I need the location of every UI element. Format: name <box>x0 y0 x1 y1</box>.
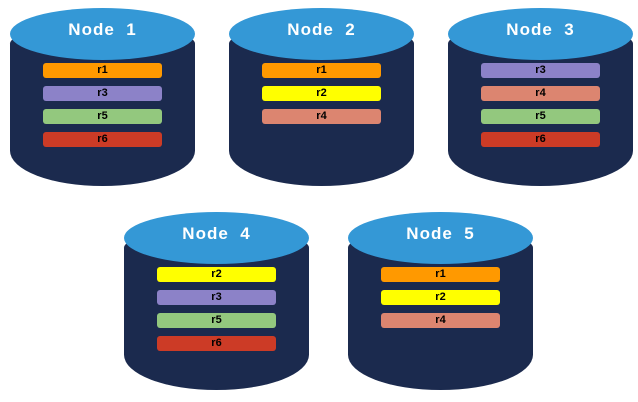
replica-list: r3 r4 r5 r6 <box>481 63 600 155</box>
replica-bar[interactable]: r6 <box>481 132 600 147</box>
node-title: Node 3 <box>506 20 575 39</box>
cylinder-top-ellipse <box>348 212 533 264</box>
replica-bar[interactable]: r4 <box>262 109 381 124</box>
replica-bar[interactable]: r2 <box>157 267 276 282</box>
replica-bar[interactable]: r6 <box>157 336 276 351</box>
replica-bar[interactable]: r4 <box>481 86 600 101</box>
replica-bar[interactable]: r1 <box>262 63 381 78</box>
database-node-cylinder[interactable]: Node 2 r1 r2 r4 <box>229 8 414 186</box>
replica-bar[interactable]: r1 <box>43 63 162 78</box>
replica-bar[interactable]: r5 <box>157 313 276 328</box>
replica-list: r1 r2 r4 <box>262 63 381 132</box>
node-title: Node 2 <box>287 20 356 39</box>
cylinder-top-ellipse <box>448 8 633 60</box>
replica-bar[interactable]: r3 <box>157 290 276 305</box>
replica-bar[interactable]: r6 <box>43 132 162 147</box>
replica-bar[interactable]: r4 <box>381 313 500 328</box>
cylinder-top-ellipse <box>10 8 195 60</box>
replica-list: r2 r3 r5 r6 <box>157 267 276 359</box>
replica-bar[interactable]: r3 <box>43 86 162 101</box>
node-title: Node 1 <box>68 20 137 39</box>
replica-bar[interactable]: r2 <box>262 86 381 101</box>
database-node-cylinder[interactable]: Node 5 r1 r2 r4 <box>348 212 533 390</box>
database-node-cylinder[interactable]: Node 1 r1 r3 r5 r6 <box>10 8 195 186</box>
cylinder-top-ellipse <box>229 8 414 60</box>
database-node-cylinder[interactable]: Node 3 r3 r4 r5 r6 <box>448 8 633 186</box>
replica-bar[interactable]: r5 <box>481 109 600 124</box>
node-title: Node 5 <box>406 224 475 243</box>
replica-bar[interactable]: r1 <box>381 267 500 282</box>
database-node-cylinder[interactable]: Node 4 r2 r3 r5 r6 <box>124 212 309 390</box>
node-title: Node 4 <box>182 224 251 243</box>
replica-list: r1 r3 r5 r6 <box>43 63 162 155</box>
cylinder-top-ellipse <box>124 212 309 264</box>
replica-bar[interactable]: r5 <box>43 109 162 124</box>
replica-bar[interactable]: r3 <box>481 63 600 78</box>
replica-list: r1 r2 r4 <box>381 267 500 336</box>
replica-bar[interactable]: r2 <box>381 290 500 305</box>
